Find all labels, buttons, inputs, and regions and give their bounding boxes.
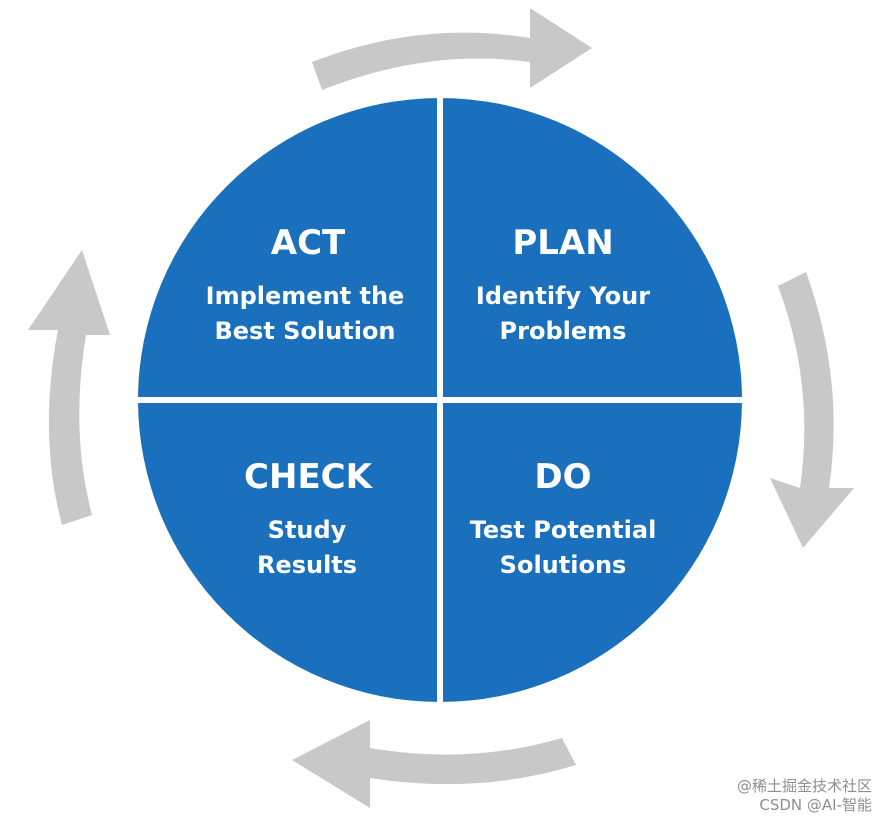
plan-line-2: Problems: [500, 317, 627, 345]
do-line-1: Test Potential: [470, 516, 657, 544]
cycle-arrows: [28, 8, 854, 808]
do-line-2: Solutions: [500, 551, 627, 579]
plan-line-1: Identify Your: [476, 282, 650, 310]
watermark-line-2: CSDN @AI-智能: [759, 796, 872, 814]
act-title: ACT: [271, 223, 346, 263]
check-line-1: Study: [268, 516, 347, 544]
check-line-2: Results: [257, 551, 357, 579]
quadrant-check: CHECK Study Results: [244, 457, 374, 579]
watermark: @稀土掘金技术社区 CSDN @AI-智能: [737, 777, 872, 814]
quadrant-act: ACT Implement the Best Solution: [206, 223, 405, 345]
do-title: DO: [534, 457, 591, 497]
act-line-1: Implement the: [206, 282, 405, 310]
watermark-line-1: @稀土掘金技术社区: [737, 777, 872, 795]
bottom-curved-arrow-icon: [292, 720, 576, 808]
act-line-2: Best Solution: [214, 317, 395, 345]
right-curved-arrow-icon: [770, 272, 854, 548]
plan-title: PLAN: [512, 223, 613, 263]
quadrant-plan: PLAN Identify Your Problems: [476, 223, 650, 345]
quadrant-do: DO Test Potential Solutions: [470, 457, 657, 579]
check-title: CHECK: [244, 457, 374, 497]
top-curved-arrow-icon: [312, 8, 592, 90]
left-curved-arrow-icon: [28, 250, 110, 525]
